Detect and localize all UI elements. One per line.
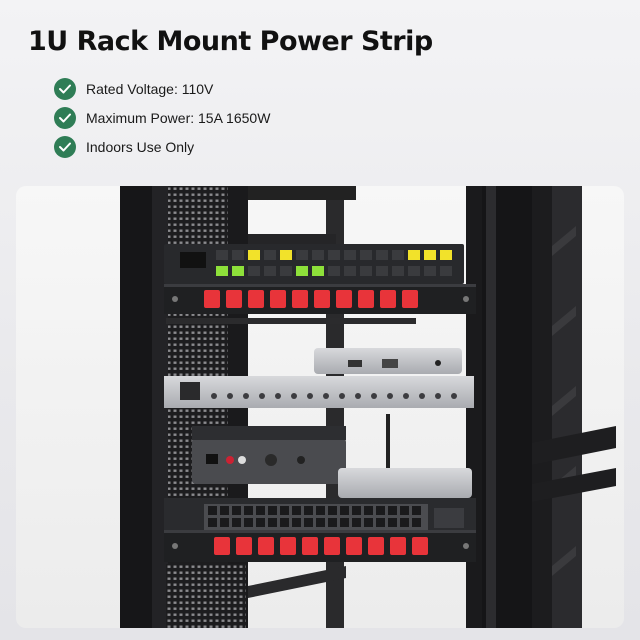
feature-text: Indoors Use Only <box>86 138 195 155</box>
amplifier <box>192 426 346 484</box>
check-circle-icon <box>54 106 76 129</box>
product-photo <box>16 186 624 628</box>
check-circle-icon <box>54 77 76 100</box>
feature-item: Maximum Power: 15A 1650W <box>54 103 270 132</box>
feature-text: Rated Voltage: 110V <box>86 80 214 97</box>
power-strip-top <box>164 284 476 314</box>
page-title: 1U Rack Mount Power Strip <box>28 26 433 57</box>
mini-pc <box>314 348 462 374</box>
switch-row-bottom <box>214 537 428 555</box>
check-circle-icon <box>54 135 76 158</box>
feature-item: Rated Voltage: 110V <box>54 74 270 103</box>
wifi-router <box>338 414 472 498</box>
rack-back-frame <box>226 186 616 628</box>
switch-row-top <box>204 290 418 308</box>
ethernet-switch <box>164 498 476 538</box>
network-switch-leds <box>164 244 464 284</box>
power-strip-bottom <box>164 530 476 562</box>
feature-text: Maximum Power: 15A 1650W <box>86 109 271 126</box>
feature-list: Rated Voltage: 110V Maximum Power: 15A 1… <box>54 74 270 161</box>
patch-panel <box>164 376 474 408</box>
feature-item: Indoors Use Only <box>54 132 270 161</box>
